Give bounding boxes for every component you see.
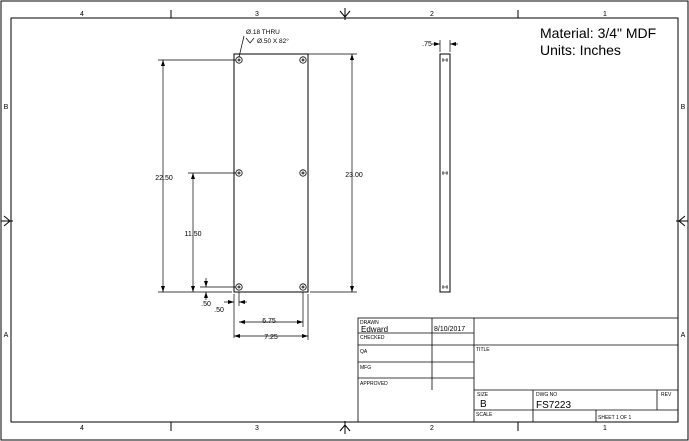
size-label: SIZE	[477, 392, 489, 398]
size-value: B	[480, 399, 487, 410]
center-mark-icon	[1, 8, 688, 434]
zone-ticks	[1, 10, 688, 431]
zone-bottom-1: 1	[603, 425, 607, 432]
countersink-symbol-icon	[245, 37, 255, 44]
zone-left-a: A	[4, 332, 9, 339]
dimension-lines	[158, 40, 458, 340]
scale-label: SCALE	[476, 412, 493, 418]
side-view-hole-marks	[442, 58, 448, 289]
material-note: Material: 3/4" MDF	[540, 25, 656, 41]
sheet-label: SHEET 1 OF 1	[598, 415, 631, 421]
zone-bottom-3: 3	[255, 425, 259, 432]
dim-mid-hole: 11.50	[185, 231, 202, 238]
title-block	[357, 317, 679, 423]
zone-top-1: 1	[603, 11, 607, 18]
callout-leader	[238, 35, 245, 58]
panel-side-view	[439, 53, 451, 293]
dim-overall-height-right: 23.00	[345, 172, 363, 179]
qa-label: QA	[360, 349, 368, 355]
zone-top-2: 2	[430, 11, 434, 18]
title-label: TITLE	[476, 347, 490, 353]
drawn-by: Edward	[361, 325, 388, 334]
panel-front-view	[233, 53, 309, 293]
zone-top-4: 4	[80, 11, 84, 18]
drawn-date: 8/10/2017	[434, 326, 465, 333]
zone-right-a: A	[681, 332, 686, 339]
checked-label: CHECKED	[360, 335, 385, 341]
zone-top-3: 3	[255, 11, 259, 18]
dim-thickness: .75	[422, 41, 432, 48]
dim-hole-spacing: 6.75	[262, 318, 276, 325]
approved-label: APPROVED	[360, 381, 388, 387]
units-note: Units: Inches	[540, 42, 621, 58]
dwg-no-label: DWG NO	[536, 392, 557, 398]
zone-bottom-2: 2	[430, 425, 434, 432]
inner-frame	[10, 17, 679, 423]
dimension-arrows	[161, 42, 456, 338]
dwg-no-value: FS7223	[536, 400, 571, 411]
zone-left-b: B	[4, 104, 9, 111]
zone-right-b: B	[681, 104, 686, 111]
dim-left-offset: .50	[214, 307, 224, 314]
dim-overall-height-left: 22.50	[155, 175, 173, 182]
dim-overall-width: 7.25	[264, 334, 278, 341]
dim-bottom-offset: .50	[201, 301, 211, 308]
mfg-label: MFG	[360, 365, 371, 371]
rev-label: REV	[661, 392, 672, 398]
countersunk-holes	[235, 56, 307, 291]
hole-callout-csk: Ø.50 X 82°	[257, 37, 289, 45]
hole-callout-thru: Ø.18 THRU	[246, 29, 280, 36]
zone-bottom-4: 4	[80, 425, 84, 432]
drawn-label: DRAWN	[360, 320, 379, 326]
